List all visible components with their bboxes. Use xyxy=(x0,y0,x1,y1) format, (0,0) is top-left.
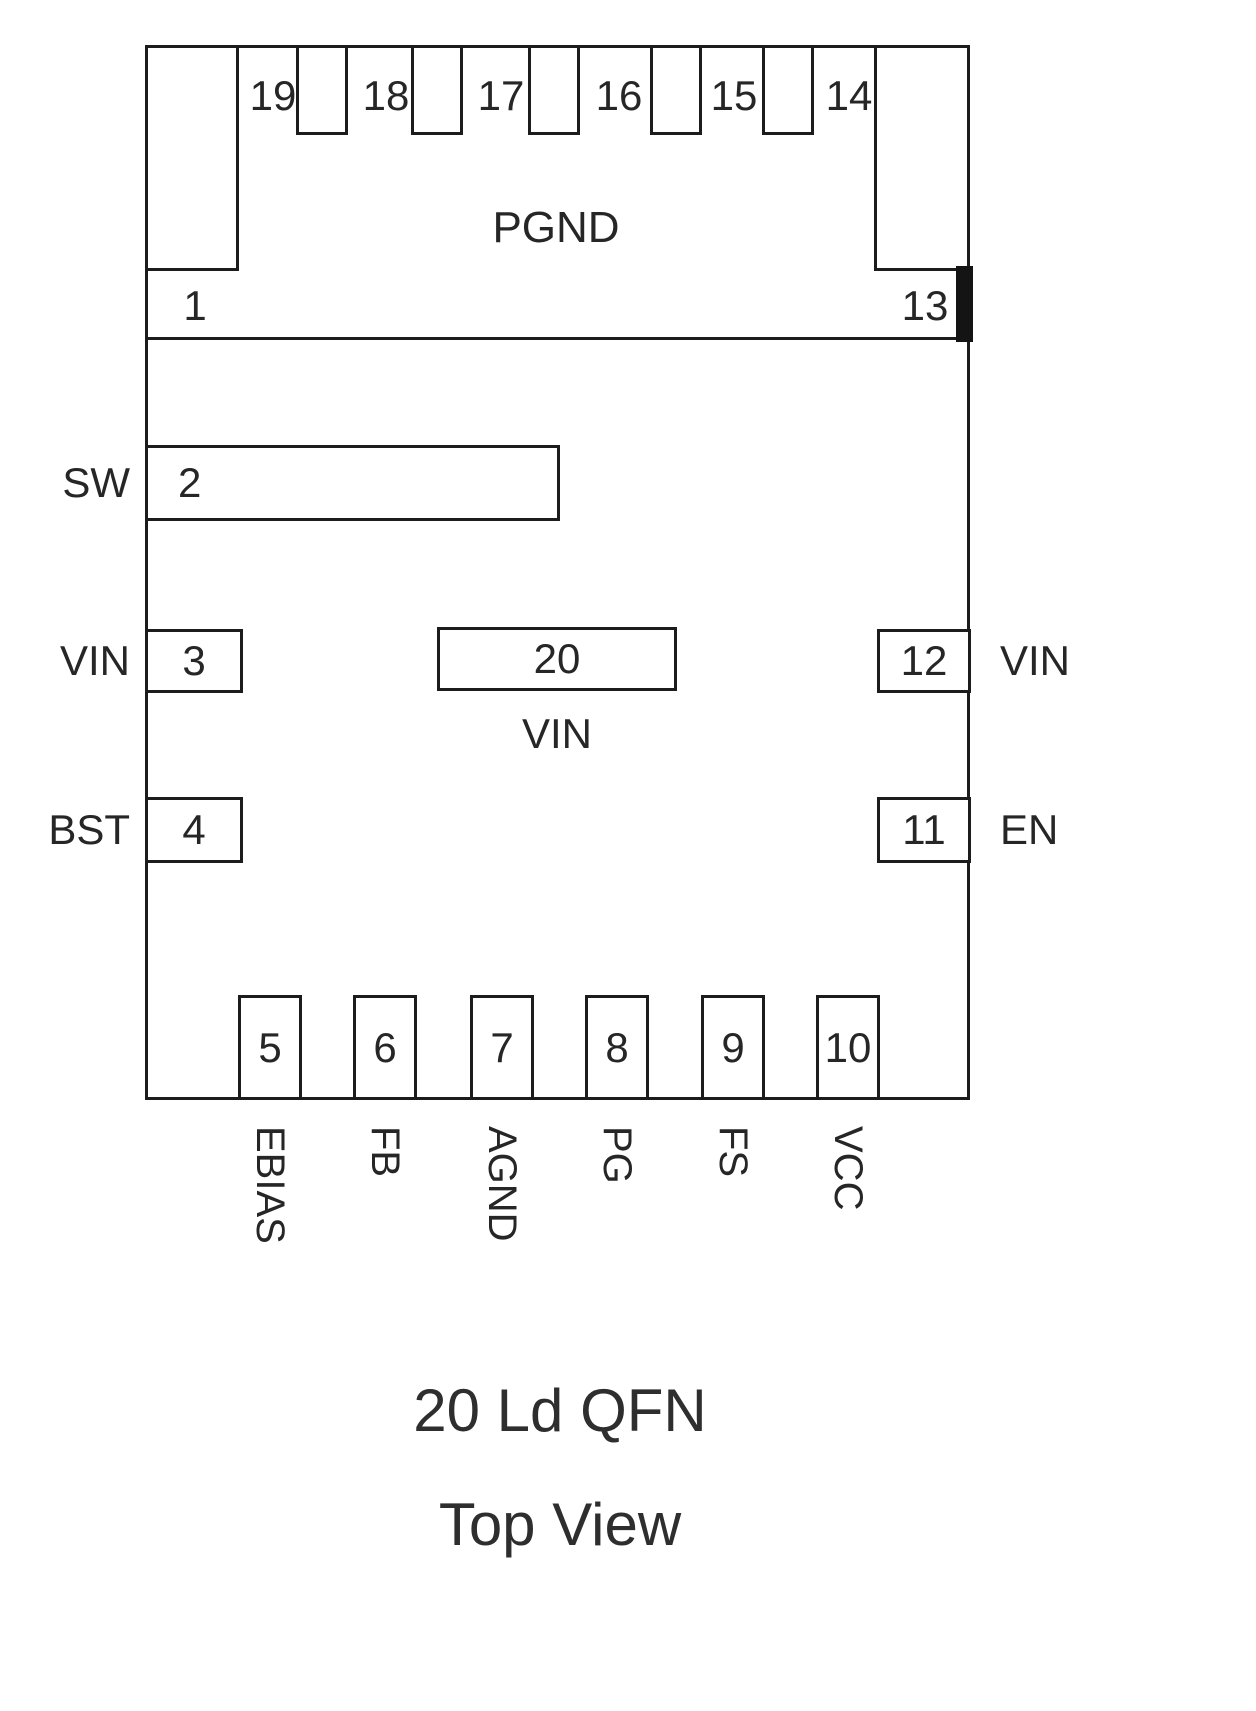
pin-18-number: 18 xyxy=(362,72,410,119)
pin-14-number: 14 xyxy=(825,72,873,119)
pin-5-pad: 5 xyxy=(238,995,302,1100)
pin-fs-label: FS xyxy=(711,1126,755,1178)
pin-1-number: 1 xyxy=(183,282,207,329)
pin-8-pad: 8 xyxy=(585,995,649,1100)
pin-10-number: 10 xyxy=(824,1023,872,1071)
pin-6-pad: 6 xyxy=(353,995,417,1100)
pin-12-pad: 12 xyxy=(877,629,971,693)
top-pin-notch-3 xyxy=(528,45,580,135)
pin-6-number: 6 xyxy=(373,1023,397,1071)
pad-step-left-vertical xyxy=(236,45,239,271)
pin-9-number: 9 xyxy=(721,1023,745,1071)
pin-13-number: 13 xyxy=(901,282,949,329)
pin-12-number: 12 xyxy=(900,637,948,684)
pad-right-edge-mark xyxy=(956,266,973,342)
pin-11-pad: 11 xyxy=(877,797,971,863)
pin-20-number: 20 xyxy=(533,635,581,682)
pin-20-pad: 20 xyxy=(437,627,677,691)
package-view-caption: Top View xyxy=(438,1491,682,1558)
pin-sw-label: SW xyxy=(62,459,130,506)
pin-2-number: 2 xyxy=(178,459,202,506)
pin-5-number: 5 xyxy=(258,1023,282,1071)
pad-step-right-horizontal xyxy=(874,268,973,271)
top-pin-notch-1 xyxy=(296,45,348,135)
pin-10-pad: 10 xyxy=(816,995,880,1100)
pin-17-number: 17 xyxy=(477,72,525,119)
package-outline xyxy=(145,45,970,1100)
pad-step-right-vertical xyxy=(874,45,877,271)
package-type-caption: 20 Ld QFN xyxy=(413,1377,707,1444)
pin-4-pad: 4 xyxy=(145,797,243,863)
pin-7-number: 7 xyxy=(490,1023,514,1071)
pin-vcc-label: VCC xyxy=(826,1126,870,1211)
pin-20-vin-label: VIN xyxy=(521,710,592,757)
pin-9-pad: 9 xyxy=(701,995,765,1100)
pin-en-label: EN xyxy=(1000,806,1059,853)
pin-3-number: 3 xyxy=(182,637,206,684)
pgnd-pad-label: PGND xyxy=(492,203,620,252)
pin-11-number: 11 xyxy=(902,806,946,853)
pin-agnd-label: AGND xyxy=(480,1126,524,1242)
pad-step-left-horizontal xyxy=(145,268,239,271)
pin-19-number: 19 xyxy=(249,72,297,119)
pin-16-number: 16 xyxy=(595,72,643,119)
pin-15-number: 15 xyxy=(710,72,758,119)
pin-8-number: 8 xyxy=(605,1023,629,1071)
pin-ebias-label: EBIAS xyxy=(248,1126,292,1244)
top-pin-notch-5 xyxy=(762,45,814,135)
pin-vin-right-label: VIN xyxy=(1000,637,1071,684)
pin-fb-label: FB xyxy=(363,1126,407,1178)
pin-bst-label: BST xyxy=(48,806,130,853)
pin-pg-label: PG xyxy=(595,1126,639,1184)
top-pin-notch-4 xyxy=(650,45,702,135)
pin-vin-left-label: VIN xyxy=(59,637,130,684)
pin-4-number: 4 xyxy=(182,806,206,853)
pin-3-pad: 3 xyxy=(145,629,243,693)
pin-2-pad: 2 xyxy=(145,445,560,521)
pin-7-pad: 7 xyxy=(470,995,534,1100)
pad-bottom-line xyxy=(145,337,970,340)
top-pin-notch-2 xyxy=(411,45,463,135)
